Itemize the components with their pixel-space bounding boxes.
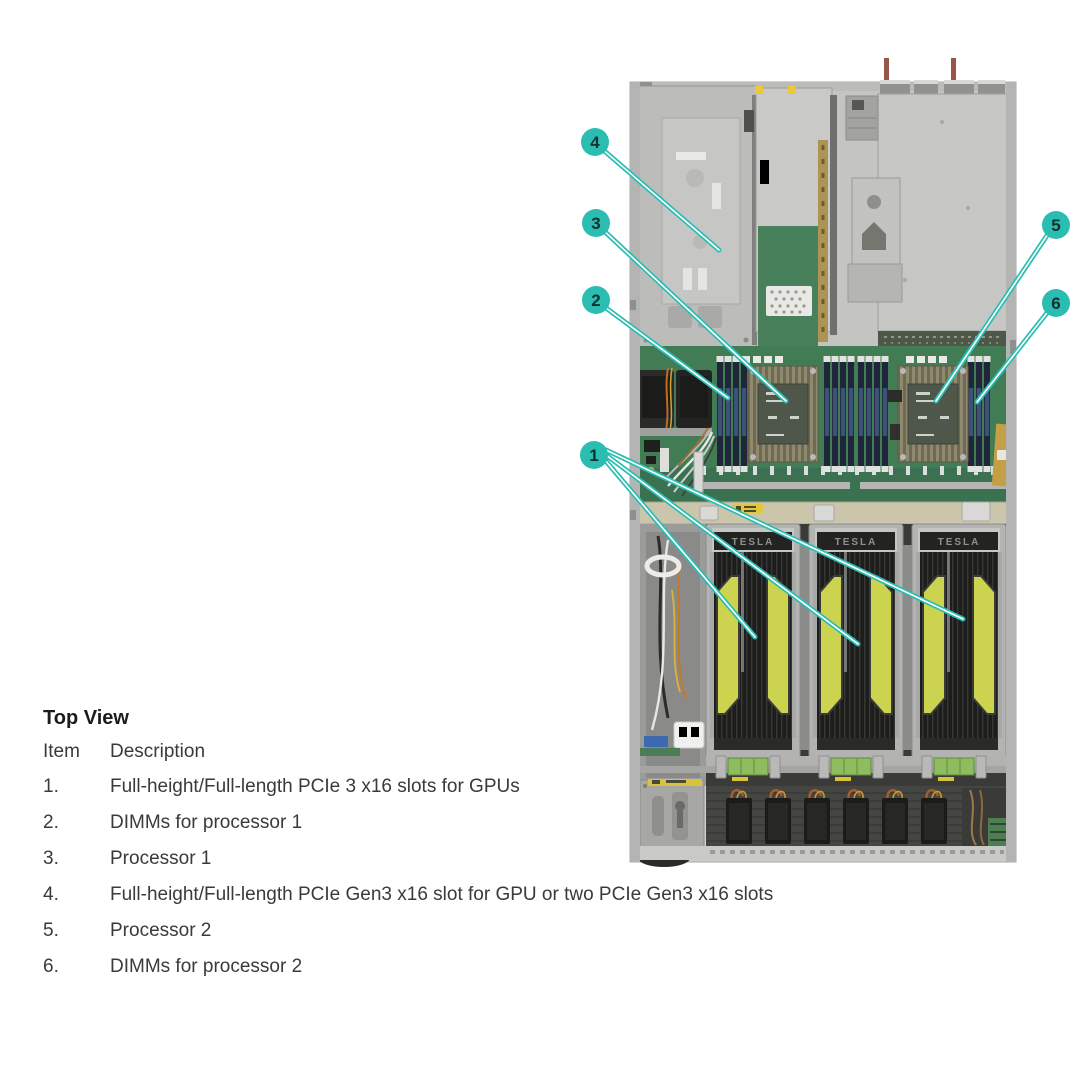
- gpu-divider-rail: [800, 545, 809, 750]
- gpu-card-3: TESLA: [911, 523, 1007, 759]
- callout-3: 3: [582, 209, 610, 237]
- legend-row: 6. DIMMs for processor 2: [43, 949, 963, 985]
- leader-lines: [598, 145, 1053, 647]
- legend-item-description: DIMMs for processor 2: [110, 956, 303, 977]
- board-components: [888, 390, 1011, 487]
- legend-row: 2. DIMMs for processor 1: [43, 805, 963, 841]
- chassis-rails: [630, 82, 1016, 862]
- legend-item-number: 5.: [43, 920, 59, 941]
- processor1-heatsink: [747, 365, 819, 463]
- legend-item-description: Processor 2: [110, 920, 212, 941]
- legend-header: Item Description: [43, 740, 963, 764]
- leader-line-3: [599, 226, 789, 404]
- gpu-brand-label: TESLA: [938, 537, 981, 548]
- callout-4: 4: [581, 128, 609, 156]
- legend-item-description: Full-height/Full-length PCIe 3 x16 slots…: [110, 776, 520, 797]
- callout-1: 1: [580, 441, 608, 469]
- legend-row: 1. Full-height/Full-length PCIe 3 x16 sl…: [43, 769, 963, 805]
- legend-row: 3. Processor 1: [43, 841, 963, 877]
- legend-item-number: 3.: [43, 848, 59, 869]
- legend-item-number: 2.: [43, 812, 59, 833]
- callout-3-number: 3: [591, 214, 600, 233]
- legend-item-number: 4.: [43, 884, 59, 905]
- legend-item-description: DIMMs for processor 1: [110, 812, 303, 833]
- gpu-divider-rail: [903, 545, 912, 750]
- legend-item-number: 1.: [43, 776, 59, 797]
- leader-line-4: [598, 145, 722, 253]
- figure-title: Top View: [43, 707, 129, 729]
- fan-wall: [706, 786, 1008, 846]
- callout-1-number: 1: [589, 446, 598, 465]
- legend: Top View Item Description 1. Full-height…: [43, 706, 963, 985]
- legend-header-description: Description: [110, 741, 206, 762]
- legend-item-description: Processor 1: [110, 848, 212, 869]
- system-fans: [638, 367, 712, 436]
- callout-5-number: 5: [1051, 216, 1060, 235]
- riser-cage: [755, 86, 833, 350]
- legend-item-number: 6.: [43, 956, 59, 977]
- callout-6: 6: [1042, 289, 1070, 317]
- leader-line-2: [599, 302, 731, 401]
- dimm-group-processor2-right: [967, 356, 991, 472]
- legend-header-item: Item: [43, 741, 80, 762]
- callout-5: 5: [1042, 211, 1070, 239]
- legend-item-description: Full-height/Full-length PCIe Gen3 x16 sl…: [110, 884, 774, 905]
- leader-line-1: [602, 447, 966, 647]
- callout-6-number: 6: [1051, 294, 1060, 313]
- processor2-heatsink: [897, 365, 969, 463]
- callout-4-number: 4: [590, 133, 600, 152]
- callout-2-number: 2: [591, 291, 600, 310]
- callout-2: 2: [582, 286, 610, 314]
- leader-line-5: [933, 228, 1053, 404]
- legend-row: 5. Processor 2: [43, 913, 963, 949]
- gpu-brand-label: TESLA: [732, 537, 775, 548]
- legend-row: 4. Full-height/Full-length PCIe Gen3 x16…: [43, 877, 963, 913]
- leader-line-6: [974, 306, 1053, 405]
- left-tray-enclosure: [635, 85, 757, 351]
- center-bracket: [830, 95, 903, 335]
- gpu-brand-label: TESLA: [835, 537, 878, 548]
